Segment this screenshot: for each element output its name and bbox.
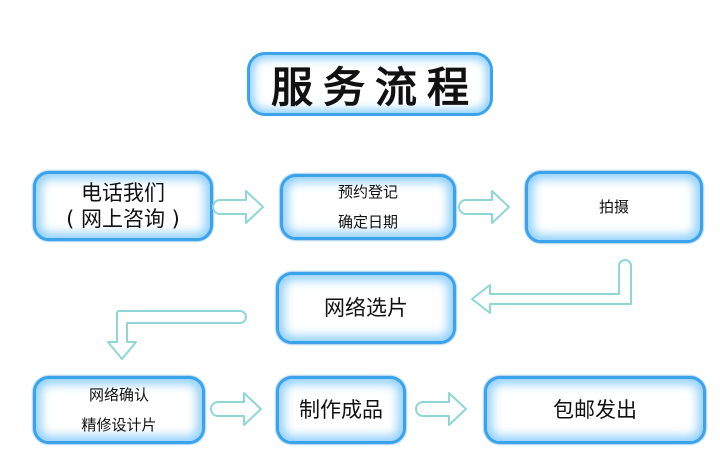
step-line: 包邮发出 bbox=[553, 398, 637, 422]
arrow-right-icon bbox=[458, 190, 510, 224]
step-line: 拍摄 bbox=[598, 198, 629, 216]
step-line: 精修设计片 bbox=[81, 416, 157, 434]
step-line: 电话我们 bbox=[81, 181, 165, 205]
step-line: 确定日期 bbox=[337, 213, 398, 231]
arrow-right-icon bbox=[210, 392, 262, 426]
arrow-bent-left-icon bbox=[471, 259, 632, 314]
page-title: 服务流程 bbox=[270, 62, 479, 112]
step-line: 预约登记 bbox=[337, 183, 398, 201]
step-call-us: 电话我们 ( 网上咨询 ) bbox=[33, 171, 213, 241]
arrow-bent-down-icon bbox=[107, 310, 247, 360]
title-box: 服务流程 bbox=[247, 52, 493, 116]
step-line: 制作成品 bbox=[299, 398, 383, 422]
step-line: ( 网上咨询 ) bbox=[66, 207, 180, 231]
step-shoot: 拍摄 bbox=[525, 171, 703, 243]
step-select-photos: 网络选片 bbox=[276, 272, 456, 344]
step-confirm-retouch: 网络确认 精修设计片 bbox=[33, 376, 205, 444]
step-booking: 预约登记 确定日期 bbox=[280, 174, 456, 240]
arrow-right-icon bbox=[212, 190, 264, 224]
step-line: 网络选片 bbox=[324, 296, 408, 320]
step-make-product: 制作成品 bbox=[276, 376, 406, 444]
step-ship: 包邮发出 bbox=[484, 376, 706, 444]
arrow-right-icon bbox=[415, 392, 467, 426]
step-line: 网络确认 bbox=[88, 386, 149, 404]
